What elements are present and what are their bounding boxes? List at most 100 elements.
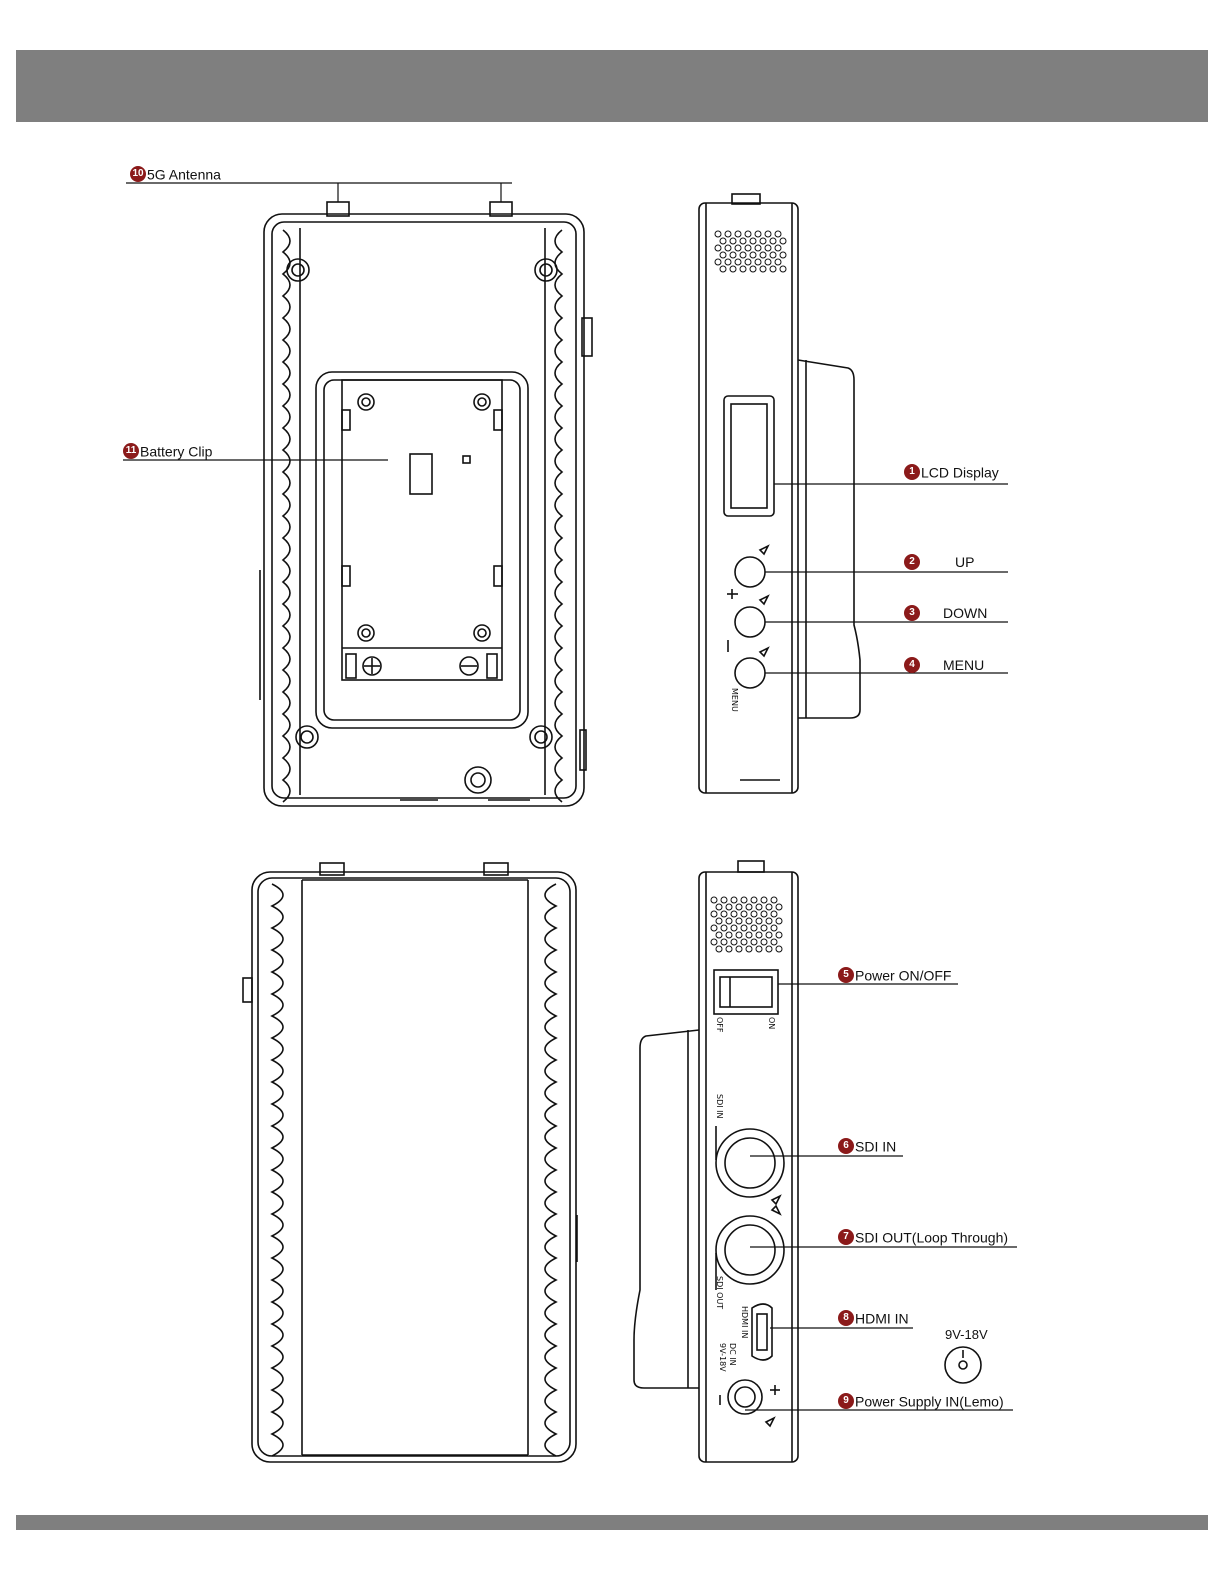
speaker-hole xyxy=(771,925,777,931)
on-print: ON xyxy=(767,1017,776,1029)
callout-label: UP xyxy=(955,554,974,570)
speaker-hole xyxy=(776,946,782,952)
callout-up: 2 UP xyxy=(904,553,974,570)
speaker-hole xyxy=(721,897,727,903)
speaker-hole xyxy=(755,259,761,265)
callout-number: 11 xyxy=(123,443,139,459)
hdmi-in-pins xyxy=(757,1314,767,1350)
speaker-hole xyxy=(726,904,732,910)
speaker-hole xyxy=(765,231,771,237)
heatsink-right-edge xyxy=(555,230,562,802)
speaker-hole xyxy=(741,925,747,931)
speaker-hole xyxy=(746,918,752,924)
speaker-hole xyxy=(755,231,761,237)
down-button[interactable] xyxy=(735,607,765,637)
hdmi-in-print: HDMI IN xyxy=(740,1306,749,1338)
speaker-hole xyxy=(780,266,786,272)
speaker-grille-top xyxy=(715,231,786,272)
callout-number: 4 xyxy=(904,657,920,673)
front-antenna-right xyxy=(484,863,508,875)
speaker-hole xyxy=(780,238,786,244)
lemo-power-inner xyxy=(735,1387,755,1407)
speaker-hole xyxy=(731,939,737,945)
menu-print: MENU xyxy=(730,688,739,712)
speaker-hole xyxy=(725,245,731,251)
speaker-hole xyxy=(770,266,776,272)
callout-label: Battery Clip xyxy=(140,443,212,459)
speaker-hole xyxy=(745,245,751,251)
callout-number: 1 xyxy=(904,464,920,480)
speaker-hole xyxy=(741,897,747,903)
power-switch-rocker[interactable] xyxy=(720,977,772,1007)
speaker-hole xyxy=(746,904,752,910)
up-button[interactable] xyxy=(735,557,765,587)
speaker-hole xyxy=(746,932,752,938)
front-side-button xyxy=(243,978,252,1002)
front-view xyxy=(243,863,577,1462)
speaker-hole xyxy=(731,911,737,917)
hdmi-in-port[interactable] xyxy=(752,1304,772,1360)
speaker-hole xyxy=(760,238,766,244)
speaker-hole xyxy=(750,252,756,258)
speaker-grille-bottom xyxy=(711,897,782,952)
right-leaders xyxy=(765,484,1008,673)
back-body-outer xyxy=(264,214,584,806)
battery-plate xyxy=(316,372,528,728)
menu-button[interactable] xyxy=(735,658,765,688)
speaker-hole xyxy=(765,245,771,251)
speaker-hole xyxy=(756,932,762,938)
speaker-hole xyxy=(756,946,762,952)
speaker-hole xyxy=(775,245,781,251)
speaker-hole xyxy=(741,939,747,945)
speaker-hole xyxy=(770,252,776,258)
dc-in-print: DC IN xyxy=(728,1343,737,1366)
speaker-hole xyxy=(746,946,752,952)
speaker-hole xyxy=(761,925,767,931)
speaker-hole xyxy=(770,238,776,244)
speaker-hole xyxy=(716,904,722,910)
front-antenna-left xyxy=(320,863,344,875)
speaker-hole xyxy=(715,245,721,251)
speaker-hole xyxy=(736,918,742,924)
speaker-hole xyxy=(765,259,771,265)
speaker-hole xyxy=(725,259,731,265)
sdi-in-arrow xyxy=(772,1196,780,1204)
speaker-hole xyxy=(761,911,767,917)
speaker-hole xyxy=(766,932,772,938)
speaker-hole xyxy=(740,266,746,272)
sdi-in-inner xyxy=(725,1138,775,1188)
front-heatsink-left xyxy=(272,884,283,1456)
callout-number: 2 xyxy=(904,554,920,570)
callout-sdi-in: 6SDI IN xyxy=(838,1137,896,1154)
conn-antenna xyxy=(738,861,764,872)
sdi-in-connector[interactable] xyxy=(716,1129,784,1197)
callout-label: SDI IN xyxy=(855,1138,896,1154)
speaker-hole xyxy=(736,932,742,938)
callout-label: HDMI IN xyxy=(855,1310,909,1326)
speaker-hole xyxy=(745,231,751,237)
speaker-hole xyxy=(750,238,756,244)
sdi-out-arrow xyxy=(772,1206,780,1214)
speaker-hole xyxy=(716,918,722,924)
speaker-hole xyxy=(740,238,746,244)
connector-leaders xyxy=(745,984,1017,1410)
speaker-hole xyxy=(771,911,777,917)
speaker-hole xyxy=(756,918,762,924)
speaker-hole xyxy=(736,904,742,910)
callout-label: SDI OUT(Loop Through) xyxy=(855,1229,1008,1245)
speaker-hole xyxy=(720,266,726,272)
heatsink-left-edge xyxy=(283,230,290,802)
conn-battery-profile xyxy=(634,1030,699,1388)
speaker-hole xyxy=(756,904,762,910)
speaker-hole xyxy=(761,939,767,945)
speaker-hole xyxy=(745,259,751,265)
menu-arrow-mark xyxy=(760,648,768,656)
speaker-hole xyxy=(755,245,761,251)
up-arrow-mark xyxy=(760,546,768,554)
callout-number: 10 xyxy=(130,166,146,182)
sdi-out-connector[interactable] xyxy=(716,1216,784,1284)
lemo-power-port[interactable] xyxy=(728,1380,762,1414)
speaker-hole xyxy=(735,231,741,237)
